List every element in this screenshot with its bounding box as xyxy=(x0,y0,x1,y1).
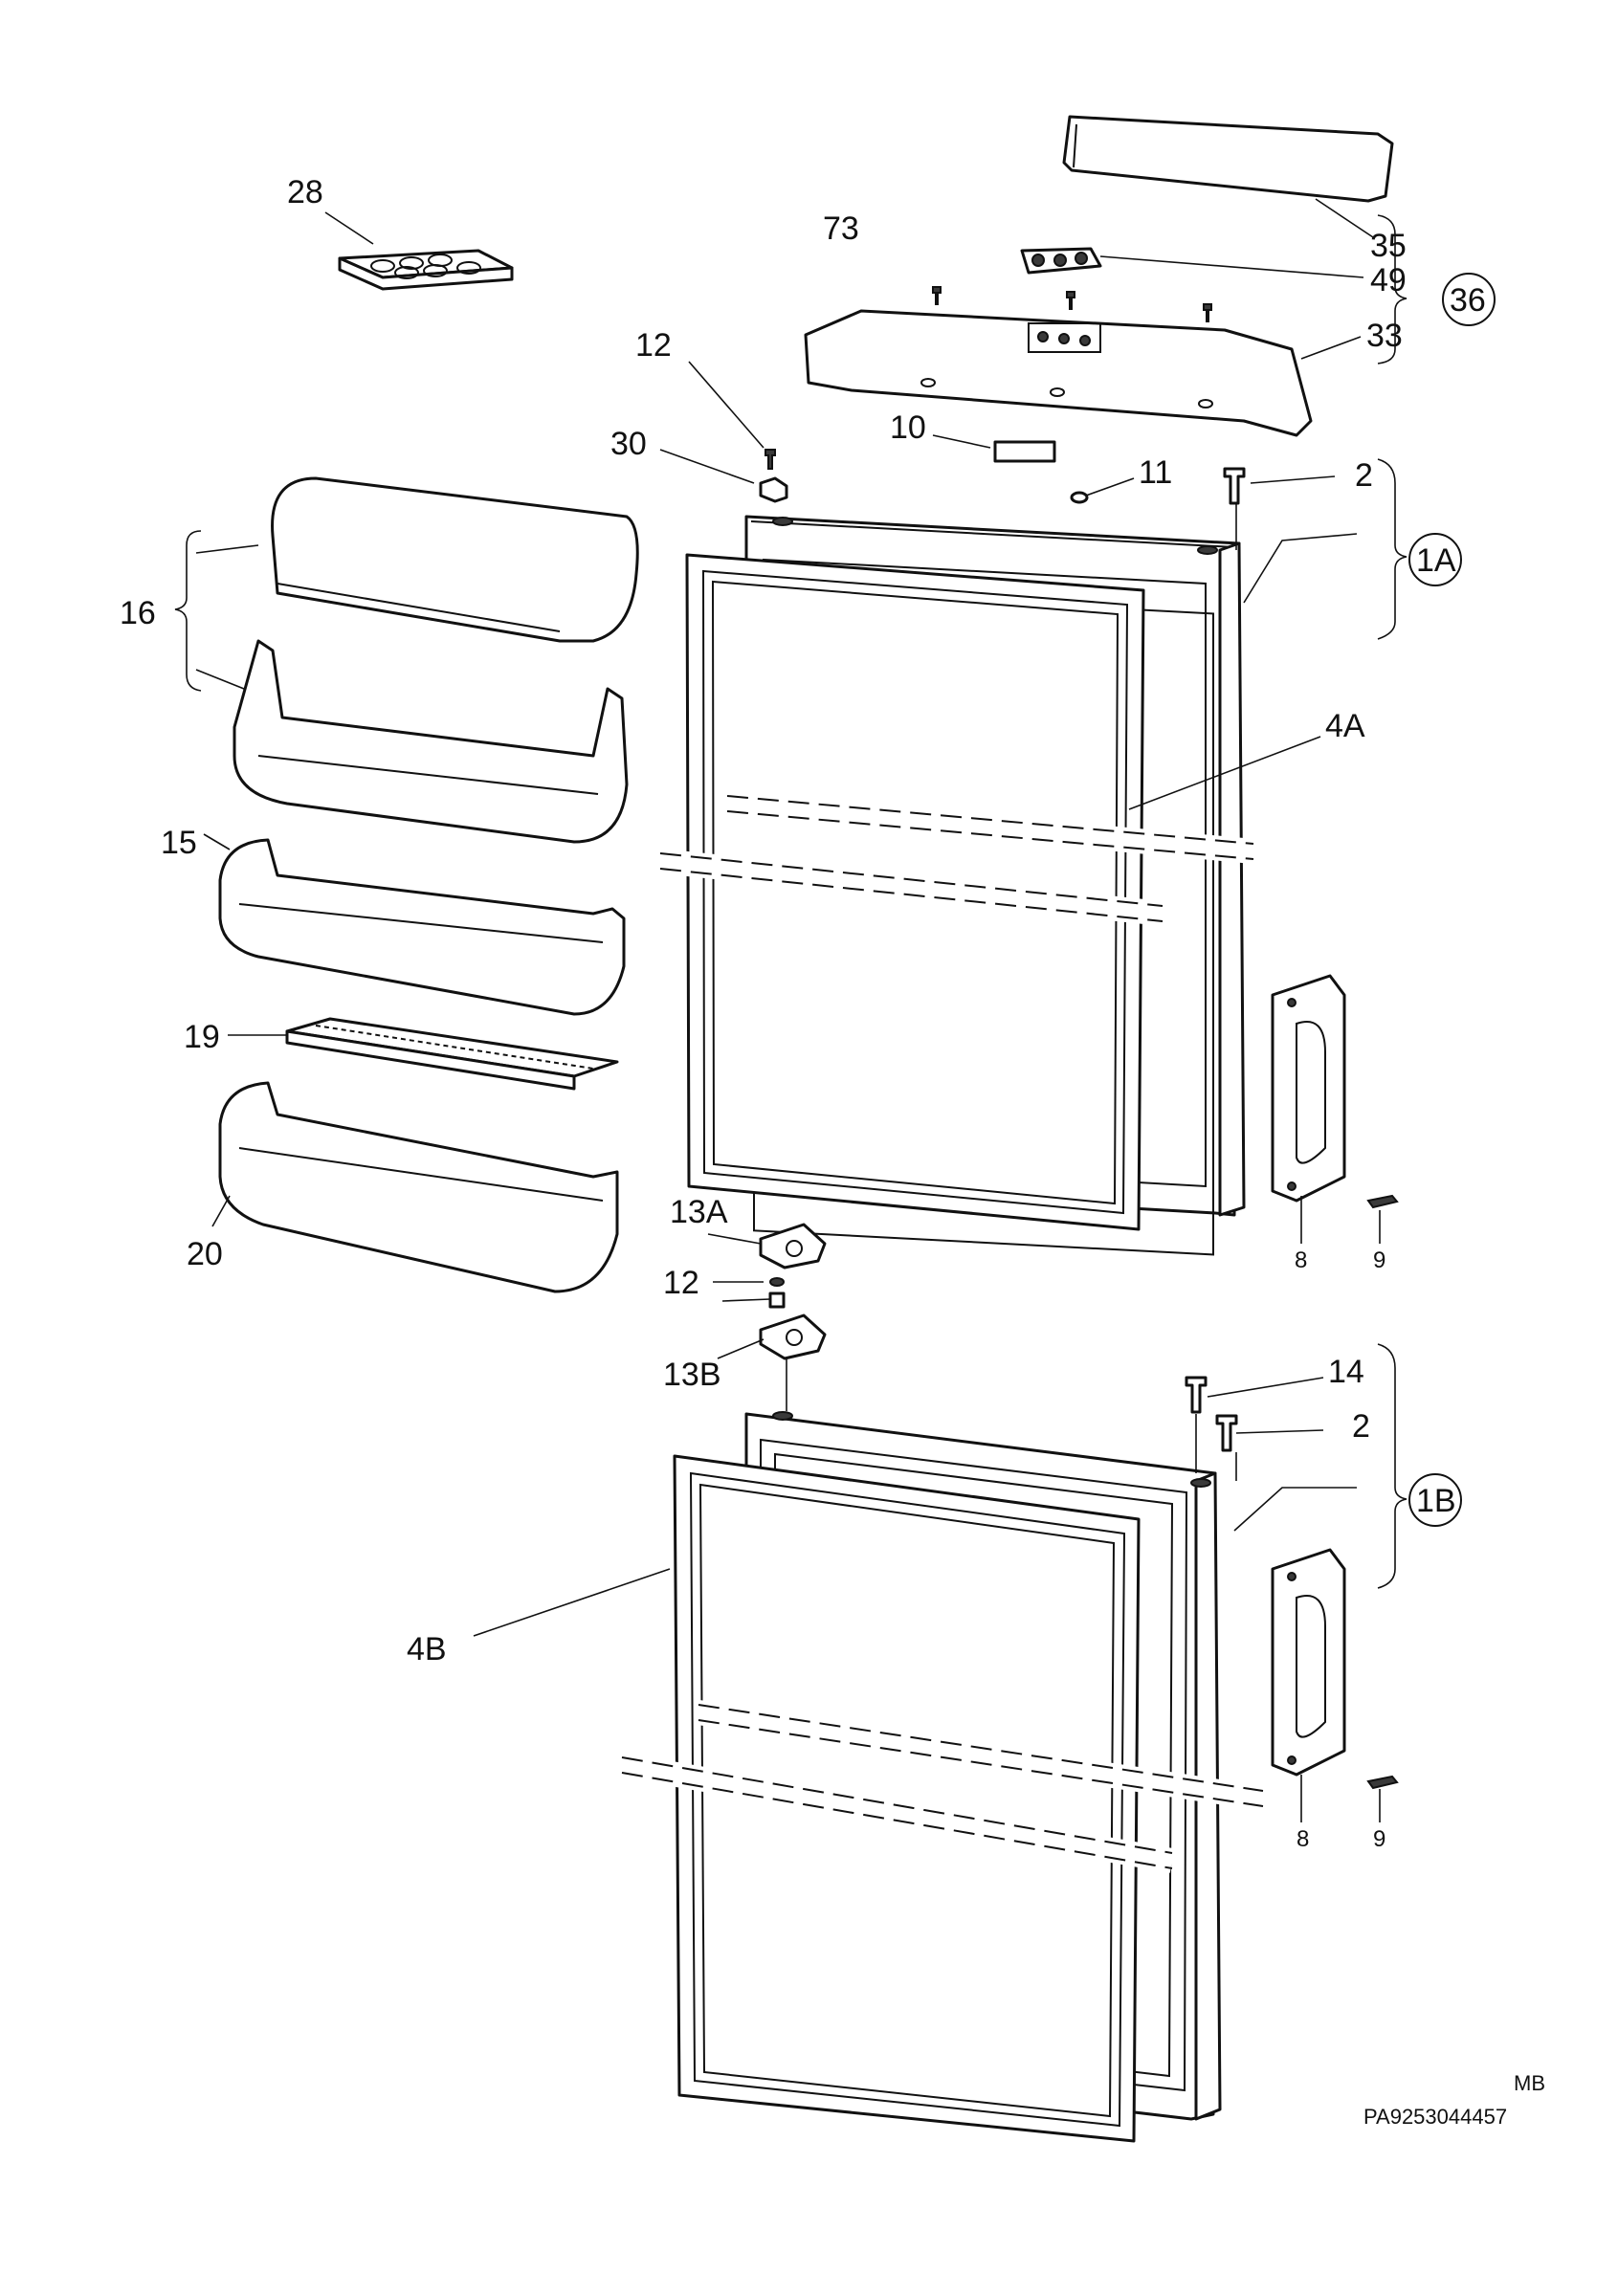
circle-36 xyxy=(1442,273,1496,326)
callout-1B: 1B xyxy=(1416,1483,1456,1519)
callout-73: 73 xyxy=(823,210,859,247)
callout-2-bottom: 2 xyxy=(1352,1408,1370,1445)
part-pin-14 xyxy=(1185,1376,1208,1414)
callout-2-top: 2 xyxy=(1355,457,1373,494)
callout-11: 11 xyxy=(1139,454,1172,491)
callout-9-bottom: 9 xyxy=(1373,1826,1385,1852)
callout-14: 14 xyxy=(1328,1354,1364,1390)
callout-15: 15 xyxy=(161,825,197,861)
callout-4B: 4B xyxy=(407,1631,447,1667)
part-hinge-13b xyxy=(759,1314,827,1360)
footer-reference: PA9253044457 xyxy=(1363,2105,1507,2129)
callout-20: 20 xyxy=(187,1236,223,1272)
callout-16: 16 xyxy=(120,595,156,631)
circle-1B xyxy=(1408,1473,1462,1527)
callout-30: 30 xyxy=(610,426,647,462)
part-screw-9-upper xyxy=(1366,1194,1399,1209)
callout-19: 19 xyxy=(184,1019,220,1055)
callout-28: 28 xyxy=(287,174,323,210)
part-plug-11 xyxy=(1070,491,1089,504)
callout-1A: 1A xyxy=(1416,542,1456,579)
part-pin-2-top xyxy=(1223,467,1246,505)
callout-13B: 13B xyxy=(663,1357,721,1393)
part-lower-gasket xyxy=(673,1454,1141,2143)
part-bottle-shelf xyxy=(218,838,626,1016)
break-lines-upper xyxy=(658,791,1255,926)
callout-35: 35 xyxy=(1370,228,1407,264)
part-dairy-compartment xyxy=(233,476,639,844)
callout-4A: 4A xyxy=(1325,708,1365,744)
part-egg-tray xyxy=(338,249,514,291)
footer-code: MB xyxy=(1514,2071,1545,2095)
leader-lines xyxy=(195,198,1381,1822)
part-pin-12 xyxy=(768,1292,786,1309)
part-hinge-13a xyxy=(759,1223,827,1269)
circle-1A xyxy=(1408,533,1462,586)
callout-13A: 13A xyxy=(670,1194,728,1230)
part-bottom-shelf xyxy=(218,1081,619,1293)
part-screw-9-lower xyxy=(1366,1775,1399,1790)
part-cover-screws xyxy=(932,286,1212,322)
callout-33: 33 xyxy=(1366,318,1403,354)
callout-10: 10 xyxy=(890,409,926,446)
part-divider-rack xyxy=(285,1017,619,1091)
part-handle-upper xyxy=(1271,974,1346,1203)
part-cap-10 xyxy=(993,440,1056,463)
callout-8-bottom: 8 xyxy=(1297,1826,1309,1852)
part-hinge-bracket xyxy=(1020,247,1102,275)
callout-12-mid: 12 xyxy=(663,1265,699,1301)
part-clip-30 xyxy=(759,476,788,503)
callout-12-top: 12 xyxy=(635,327,672,364)
callout-36: 36 xyxy=(1450,282,1486,319)
part-screw-12-top xyxy=(765,449,776,470)
bracket-lines xyxy=(174,214,1407,1589)
callout-49: 49 xyxy=(1370,262,1407,298)
part-handle-lower xyxy=(1271,1548,1346,1777)
part-bushing-12 xyxy=(769,1277,785,1287)
part-top-trim xyxy=(1062,115,1394,203)
callout-8-top: 8 xyxy=(1295,1247,1307,1273)
part-pin-2-bottom xyxy=(1215,1414,1238,1452)
callout-9-top: 9 xyxy=(1373,1247,1385,1273)
part-top-cover xyxy=(804,309,1313,437)
break-lines-lower xyxy=(619,1700,1265,1873)
